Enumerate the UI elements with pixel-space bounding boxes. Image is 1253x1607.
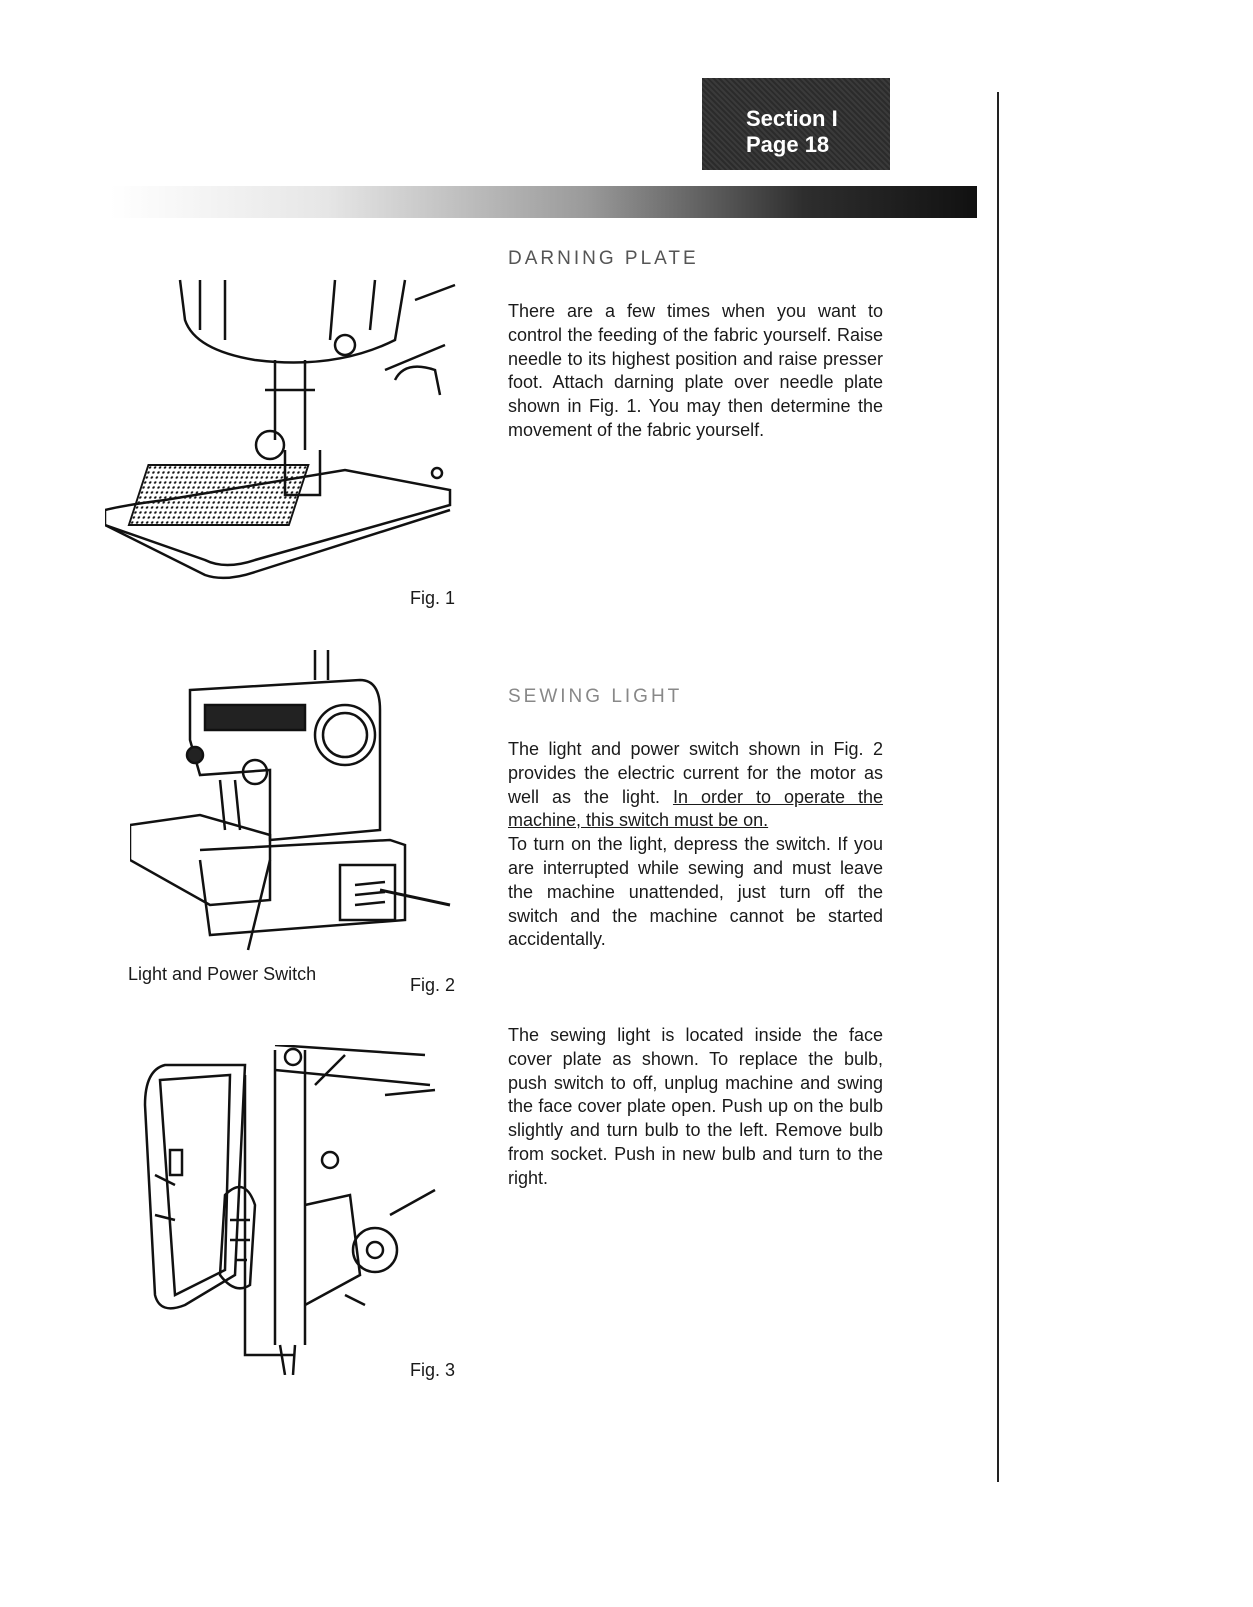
- fig2-illustration: [130, 650, 460, 970]
- fig2-callout: Light and Power Switch: [128, 964, 317, 984]
- light-text-underlined: In order to operate the machine, this sw…: [508, 786, 883, 831]
- fig2-label: Fig. 2: [410, 975, 456, 995]
- darning-paragraph: There are a few times when you want to c…: [508, 301, 883, 440]
- fig3-label: Fig. 3: [410, 1360, 456, 1380]
- light-text-intro: The light and power switch shown in Fig.…: [508, 739, 883, 807]
- section-label: Section I: [746, 106, 838, 131]
- light-text-rest: To turn on the light, depress the switch…: [508, 834, 883, 950]
- page-label: Page 18: [746, 132, 830, 157]
- light-paragraph: The light and power switch shown in Fig.…: [508, 738, 883, 952]
- fig3-illustration: [135, 1045, 455, 1375]
- fig1-label: Fig. 1: [410, 588, 456, 608]
- light-heading: SEWING LIGHT: [508, 686, 683, 707]
- fig1-illustration: [105, 260, 465, 580]
- header-rule: [110, 186, 977, 218]
- darning-heading: DARNING PLATE: [508, 248, 699, 269]
- page-border: [997, 92, 999, 1482]
- bulb-paragraph: The sewing light is located inside the f…: [508, 1025, 883, 1188]
- section-badge: Section I Page 18: [702, 78, 890, 170]
